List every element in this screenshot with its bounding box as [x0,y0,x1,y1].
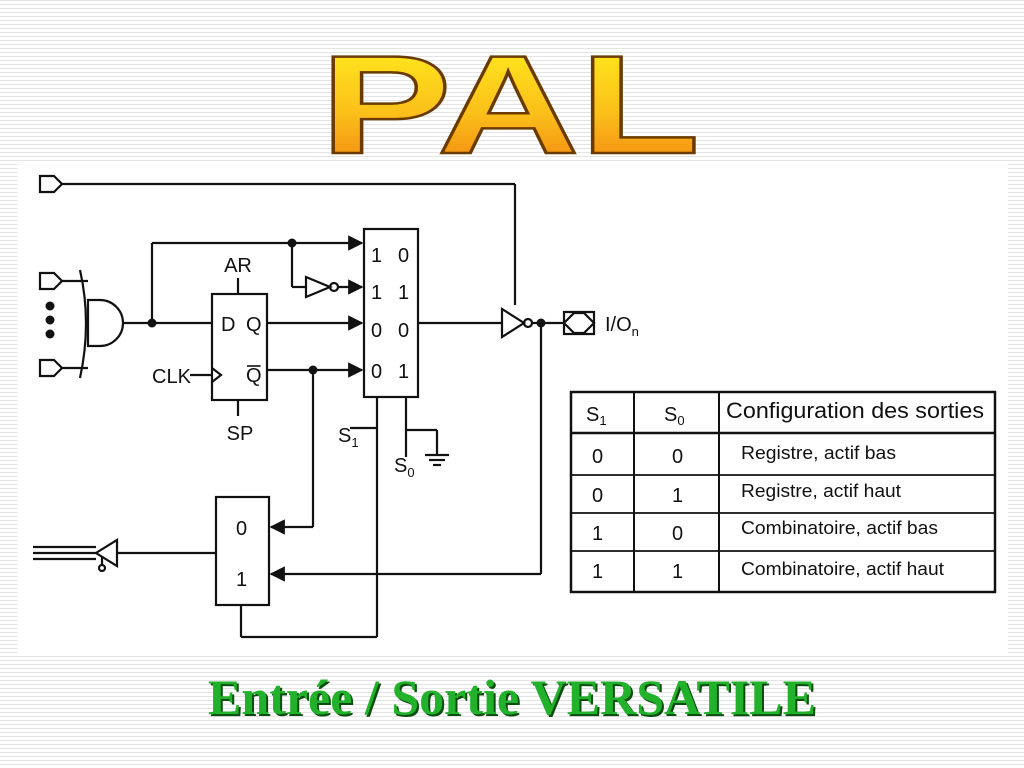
input-pin-1 [38,271,64,291]
table-cell: 1 [672,561,683,583]
mux-b-2: 1 [398,282,409,304]
s0-label: S0 [394,455,415,480]
input-pin-top [38,174,64,194]
qbar-label: Q [246,365,262,387]
table-cell: Registre, actif bas [741,443,896,463]
mux-a-2: 1 [371,282,382,304]
mux-b-1: 0 [398,245,409,267]
table-cell: 1 [672,485,683,507]
title-banner: PAL [319,25,702,165]
ellipsis-dot [45,301,55,311]
table-cell: 0 [592,446,603,468]
table-cell: 1 [592,561,603,583]
table-cell: Combinatoire, actif bas [741,518,938,538]
table-header-s0: S0 [664,404,685,428]
d-flipflop [210,292,269,402]
sp-label: SP [227,423,254,445]
mux2-in0: 0 [236,518,247,540]
mux-2to1 [214,495,271,607]
mux2-in1: 1 [236,569,247,591]
and-gate [86,298,125,348]
ellipsis-dot [45,315,55,325]
table-cell: Combinatoire, actif haut [741,559,944,579]
input-pin-2 [38,358,64,378]
output-inverter [500,306,527,340]
mux-a-3: 0 [371,320,382,342]
input-buffer [93,538,119,568]
mux-b-3: 0 [398,320,409,342]
table-cell: 0 [592,485,603,507]
d-label: D [221,314,235,336]
table-cell: 0 [672,446,683,468]
clk-label: CLK [152,366,192,388]
ellipsis-dot [45,329,55,339]
table-header-s1: S1 [586,404,607,428]
io-pin [562,310,596,336]
mux-4to1 [362,227,420,399]
table-cell: 1 [592,523,603,545]
io-label: I/On [605,314,639,339]
table-header-config: Configuration des sorties [726,398,984,423]
page-title: PAL [320,26,700,165]
s1-label: S1 [338,425,359,450]
table-cell: 0 [672,523,683,545]
table-cell: Registre, actif haut [741,481,901,501]
ar-label: AR [224,255,252,277]
subtitle: Entrée / Sortie VERSATILE [208,669,816,725]
inverter-small [304,275,333,299]
mux-b-4: 1 [398,361,409,383]
mux-a-4: 0 [371,361,382,383]
config-table: S1 S0 Configuration des sorties 0 0 Regi… [569,390,997,594]
q-label: Q [246,314,262,336]
mux-a-1: 1 [371,245,382,267]
